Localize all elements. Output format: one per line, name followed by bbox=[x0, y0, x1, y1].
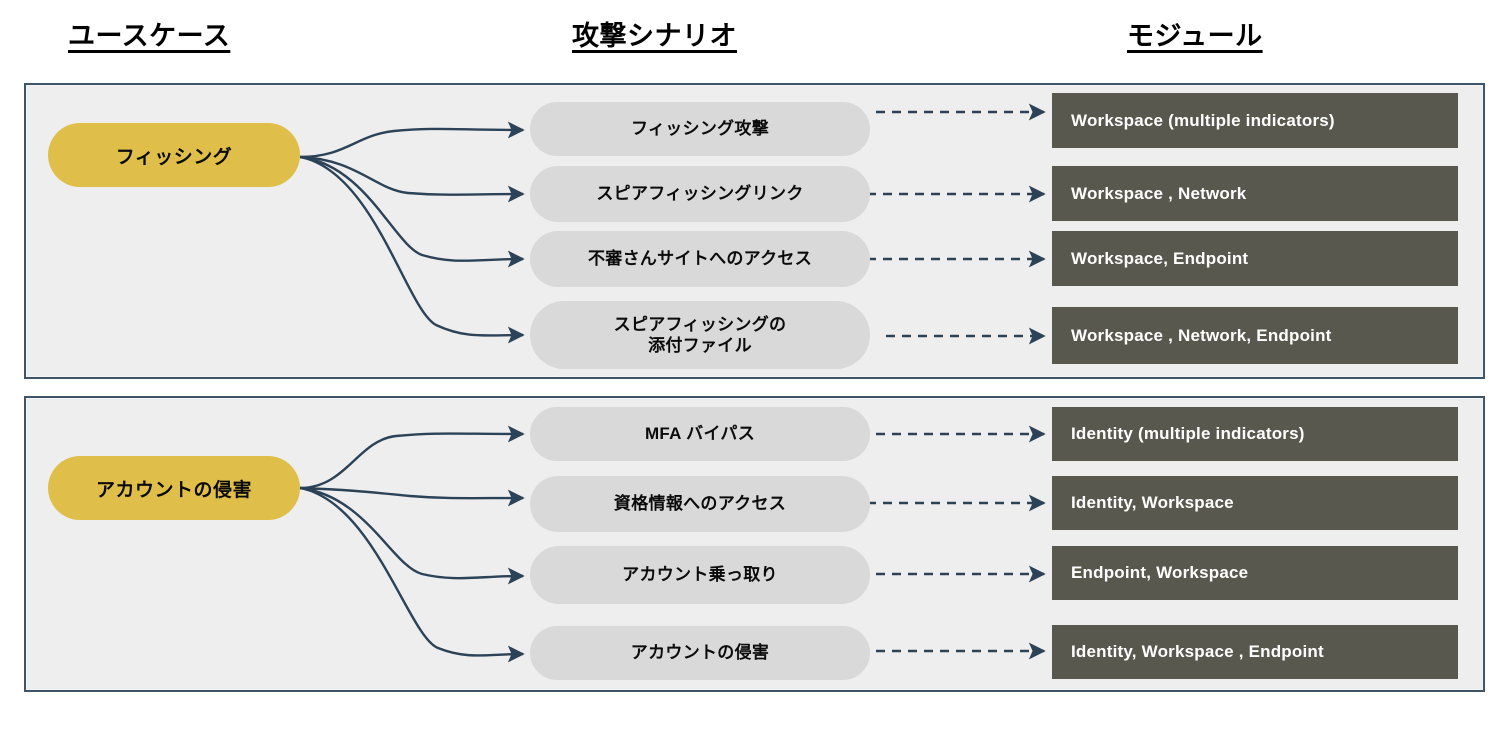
usecase-pill-account-compromise[interactable]: アカウントの侵害 bbox=[48, 456, 300, 520]
module-box-label: Workspace (multiple indicators) bbox=[1071, 110, 1335, 130]
scenario-pill-label: MFA バイパス bbox=[644, 424, 756, 444]
module-box-label: Workspace, Endpoint bbox=[1071, 248, 1249, 268]
usecase-pill-phishing[interactable]: フィッシング bbox=[48, 123, 300, 187]
module-box[interactable]: Endpoint, Workspace bbox=[1052, 546, 1458, 600]
scenario-pill-line-2: 添付ファイル bbox=[648, 336, 752, 355]
column-header-module: モジュール bbox=[1127, 21, 1263, 51]
scenario-pill-label: スピアフィッシングの 添付ファイル bbox=[614, 314, 787, 357]
scenario-pill[interactable]: MFA バイパス bbox=[530, 407, 870, 461]
scenario-pill-label: フィッシング攻撃 bbox=[630, 119, 770, 139]
scenario-pill-label: アカウントの侵害 bbox=[630, 643, 770, 663]
module-box-label: Workspace , Network bbox=[1071, 183, 1247, 203]
module-box-label: Workspace , Network, Endpoint bbox=[1071, 325, 1332, 345]
scenario-pill-label: スピアフィッシングリンク bbox=[596, 184, 804, 204]
scenario-pill-label: 不審さんサイトへのアクセス bbox=[587, 249, 813, 269]
module-box-label: Identity, Workspace bbox=[1071, 493, 1234, 512]
module-box[interactable]: Identity, Workspace bbox=[1052, 476, 1458, 530]
section-account-compromise: アカウントの侵害 MFA バイパス 資格情報へのアクセス アカウント乗っ取り ア… bbox=[24, 396, 1485, 692]
module-box[interactable]: Identity, Workspace , Endpoint bbox=[1052, 625, 1458, 679]
scenario-pill[interactable]: 資格情報へのアクセス bbox=[530, 476, 870, 532]
module-box-label: Identity, Workspace , Endpoint bbox=[1071, 642, 1324, 661]
section-phishing: フィッシング フィッシング攻撃 スピアフィッシングリンク 不審さんサイトへのアク… bbox=[24, 83, 1485, 379]
module-box[interactable]: Workspace , Network, Endpoint bbox=[1052, 307, 1458, 364]
module-box[interactable]: Identity (multiple indicators) bbox=[1052, 407, 1458, 461]
column-header-usecase: ユースケース bbox=[68, 21, 231, 51]
scenario-pill[interactable]: アカウントの侵害 bbox=[530, 626, 870, 680]
module-box-label: Endpoint, Workspace bbox=[1071, 563, 1249, 582]
scenario-pill-label: アカウント乗っ取り bbox=[622, 565, 778, 585]
scenario-pill[interactable]: アカウント乗っ取り bbox=[530, 546, 870, 604]
module-box[interactable]: Workspace (multiple indicators) bbox=[1052, 93, 1458, 148]
scenario-pill[interactable]: スピアフィッシングの 添付ファイル bbox=[530, 301, 870, 369]
usecase-pill-label: フィッシング bbox=[115, 146, 233, 168]
scenario-pill[interactable]: 不審さんサイトへのアクセス bbox=[530, 231, 870, 287]
scenario-pill[interactable]: スピアフィッシングリンク bbox=[530, 166, 870, 222]
module-box[interactable]: Workspace, Endpoint bbox=[1052, 231, 1458, 286]
scenario-pill[interactable]: フィッシング攻撃 bbox=[530, 102, 870, 156]
module-box-label: Identity (multiple indicators) bbox=[1071, 424, 1305, 443]
usecase-pill-label: アカウントの侵害 bbox=[95, 479, 252, 501]
scenario-pill-label: 資格情報へのアクセス bbox=[613, 494, 787, 514]
scenario-pill-line-1: スピアフィッシングの bbox=[613, 314, 787, 334]
column-header-attack-scenario: 攻撃シナリオ bbox=[572, 21, 737, 51]
module-box[interactable]: Workspace , Network bbox=[1052, 166, 1458, 221]
